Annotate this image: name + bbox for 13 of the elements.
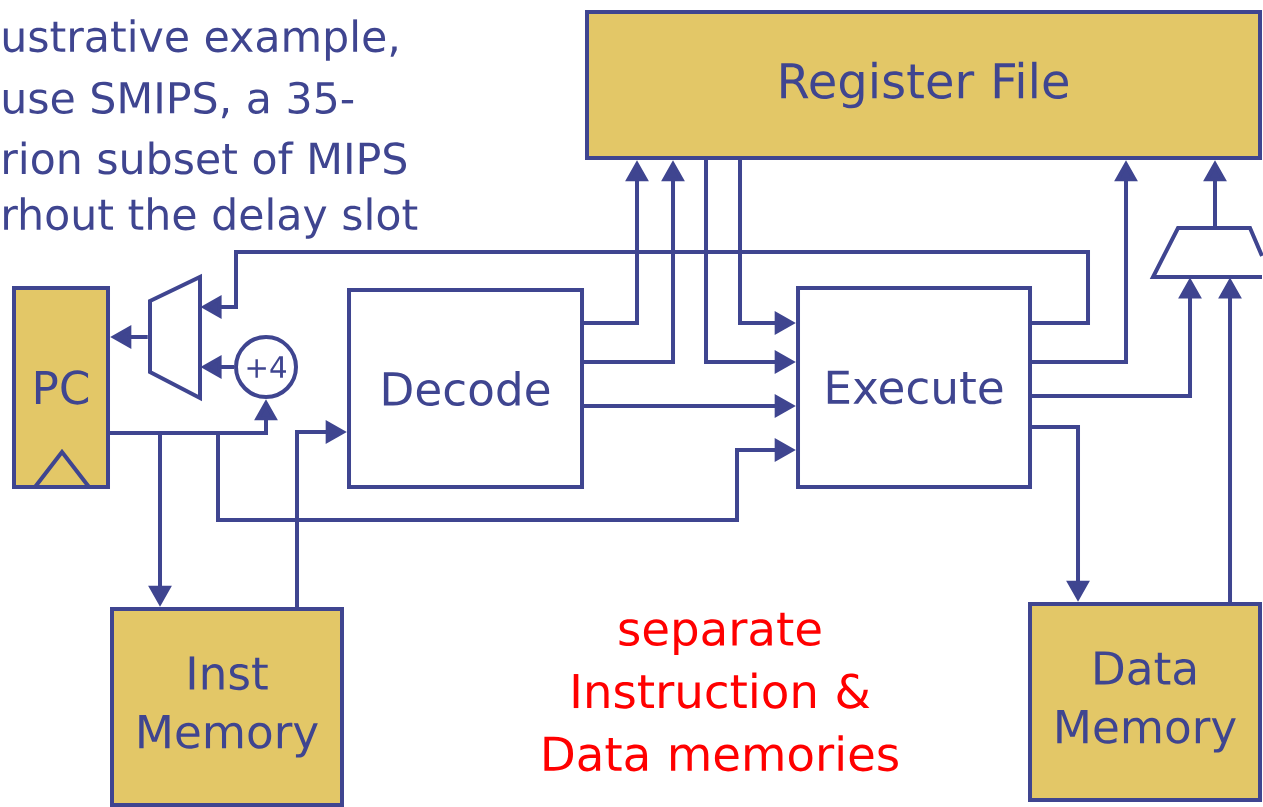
block-box: Execute — [796, 286, 1032, 489]
block-box: PC — [12, 286, 110, 489]
block-box: Data Memory — [1028, 602, 1262, 802]
note-text: separate Instruction & Data memories — [544, 612, 898, 772]
note-text: rhout the delay slot — [4, 197, 418, 239]
multiplexer-trapezoid — [1149, 226, 1263, 279]
note-text: use SMIPS, a 35- — [3, 81, 354, 119]
block-box: Decode — [347, 288, 584, 489]
block-box: Inst Memory — [110, 607, 344, 807]
note-text: rion subset of MIPS — [4, 141, 406, 175]
block-box: Register File — [585, 10, 1262, 160]
multiplexer-trapezoid — [148, 273, 202, 402]
note-text: ustrative example, — [3, 19, 397, 61]
